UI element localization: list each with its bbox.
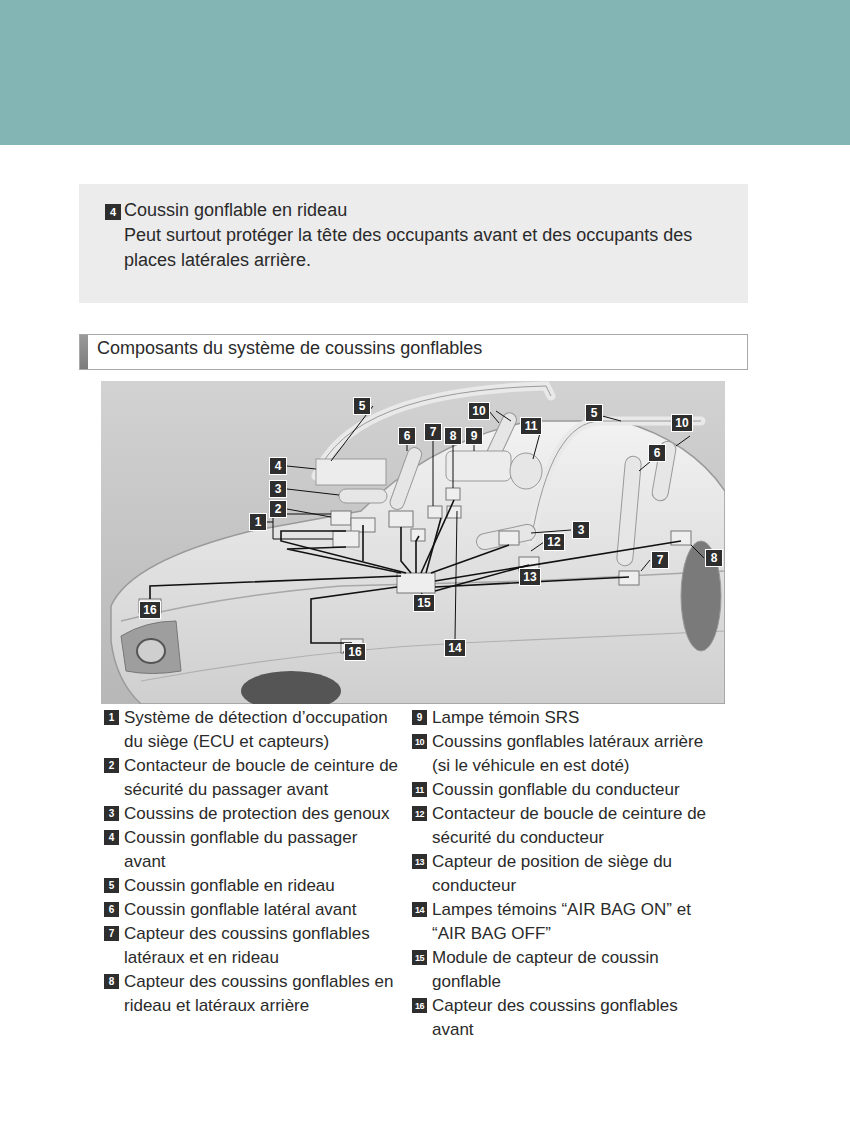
item-text: Capteur des coussins gonflables avant	[432, 994, 716, 1042]
item-text: Coussin gonflable du passager avant	[124, 826, 402, 874]
item-number: 14	[412, 902, 427, 917]
callout-number: 6	[648, 444, 666, 462]
legend-item: 1 Système de détection d’occupation du si…	[104, 706, 402, 754]
legend-item: 3 Coussins de protection des genoux	[104, 802, 402, 826]
legend-item: 16 Capteur des coussins gonflables avant	[412, 994, 716, 1042]
item-text: Lampes témoins “AIR BAG ON” et “AIR BAG …	[432, 898, 716, 946]
legend-item: 15 Module de capteur de coussin gonflable	[412, 946, 716, 994]
item-text: Contacteur de boucle de ceinture de sécu…	[124, 754, 402, 802]
legend-item: 6 Coussin gonflable latéral avant	[104, 898, 402, 922]
callout-number: 3	[572, 521, 590, 539]
legend-column: 1 Système de détection d’occupation du si…	[104, 706, 402, 1018]
item-number: 1	[104, 710, 119, 725]
callout-number: 16	[139, 601, 161, 619]
item-text: Lampe témoin SRS	[432, 706, 716, 730]
item-number: 4	[104, 830, 119, 845]
callout-number: 13	[519, 568, 541, 586]
item-text: Coussin gonflable du conducteur	[432, 778, 716, 802]
item-number: 12	[412, 806, 427, 821]
legend-item: 11 Coussin gonflable du conducteur	[412, 778, 716, 802]
item-number: 8	[104, 974, 119, 989]
legend-item: 10 Coussins gonflables latéraux arrière (…	[412, 730, 716, 778]
item-number: 16	[412, 998, 427, 1013]
item-text: Module de capteur de coussin gonflable	[432, 946, 716, 994]
item-text: Contacteur de boucle de ceinture de sécu…	[432, 802, 716, 850]
callout-number: 6	[398, 427, 416, 445]
callout-number: 2	[269, 500, 287, 518]
legend-item: 14 Lampes témoins “AIR BAG ON” et “AIR BA…	[412, 898, 716, 946]
legend-item: 8 Capteur des coussins gonflables en ride…	[104, 970, 402, 1018]
item-number: 10	[412, 734, 427, 749]
callout-number: 10	[468, 402, 490, 420]
callout-number: 8	[705, 549, 723, 567]
note-body: Peut surtout protéger la tête des occupa…	[124, 223, 732, 273]
legend-item: 4 Coussin gonflable du passager avant	[104, 826, 402, 874]
callout-number: 7	[651, 551, 669, 569]
header-band	[0, 0, 850, 145]
item-text: Coussin gonflable en rideau	[124, 874, 402, 898]
note-box: Coussin gonflable en rideauPeut surtout …	[79, 184, 748, 303]
legend-item: 13 Capteur de position de siège du conduc…	[412, 850, 716, 898]
legend-column: 9 Lampe témoin SRS 10 Coussins gonflables l…	[412, 706, 716, 1042]
heading-text: Composants du système de coussins gonfla…	[97, 338, 739, 358]
legend-item: 5 Coussin gonflable en rideau	[104, 874, 402, 898]
callout-number: 5	[585, 404, 603, 422]
item-number: 6	[104, 902, 119, 917]
item-text: Coussin gonflable latéral avant	[124, 898, 402, 922]
heading-accent	[80, 335, 88, 369]
item-text: Coussins de protection des genoux	[124, 802, 402, 826]
section-heading: Composants du système de coussins gonfla…	[79, 334, 748, 370]
item-number: 15	[412, 950, 427, 965]
callout-number: 1	[249, 513, 267, 531]
item-number: 9	[412, 710, 427, 725]
callout-number: 4	[105, 204, 121, 220]
legend-item: 2 Contacteur de boucle de ceinture de séc…	[104, 754, 402, 802]
item-text: Coussins gonflables latéraux arrière (si…	[432, 730, 716, 778]
item-text: Capteur de position de siège du conducte…	[432, 850, 716, 898]
callout-number: 11	[520, 417, 542, 435]
item-text: Capteur des coussins gonflables en ridea…	[124, 970, 402, 1018]
note-heading: Coussin gonflable en rideau	[104, 198, 732, 223]
item-number: 3	[104, 806, 119, 821]
legend-item: 7 Capteur des coussins gonflables latérau…	[104, 922, 402, 970]
item-text: Capteur des coussins gonflables latéraux…	[124, 922, 402, 970]
legend-item: 9 Lampe témoin SRS	[412, 706, 716, 730]
item-number: 5	[104, 878, 119, 893]
callout-number: 4	[269, 457, 287, 475]
item-number: 7	[104, 926, 119, 941]
callout-number: 15	[413, 594, 435, 612]
callout-number: 8	[444, 427, 462, 445]
item-number: 2	[104, 758, 119, 773]
callout-number: 5	[353, 397, 371, 415]
callout-number: 9	[465, 427, 483, 445]
legend-item: 12 Contacteur de boucle de ceinture de sé…	[412, 802, 716, 850]
callout-number: 3	[269, 480, 287, 498]
callout-number: 14	[444, 639, 466, 657]
callout-number: 16	[344, 643, 366, 661]
item-number: 11	[412, 782, 427, 797]
callout-number: 7	[424, 423, 442, 441]
item-number: 13	[412, 854, 427, 869]
callout-number: 10	[671, 414, 693, 432]
item-text: Système de détection d’occupation du siè…	[124, 706, 402, 754]
callout-number: 12	[543, 533, 565, 551]
